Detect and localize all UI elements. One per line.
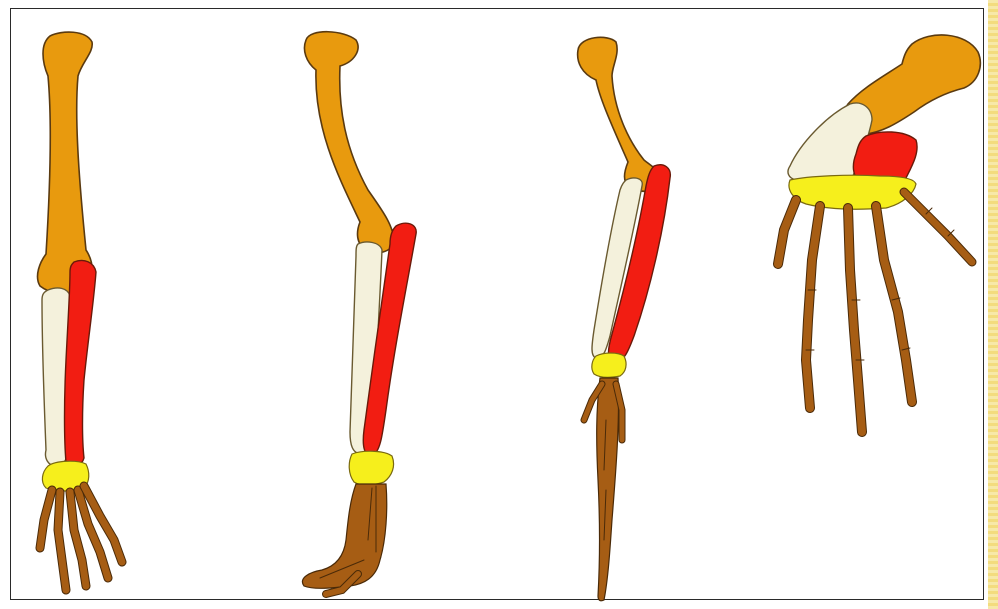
limb-2-digits — [302, 484, 386, 594]
limb-4-digits — [778, 192, 972, 432]
limb-3-carpals — [592, 353, 626, 377]
limb-3-digits — [584, 378, 622, 601]
limb-1 — [38, 32, 122, 590]
limb-1-humerus — [38, 32, 93, 294]
limb-1-radius — [65, 260, 97, 465]
limb-2-humerus — [304, 32, 394, 253]
limb-3 — [578, 37, 671, 600]
limb-2 — [302, 32, 416, 594]
limb-3-humerus — [578, 37, 664, 191]
limb-2-carpals — [349, 451, 393, 485]
limb-4 — [778, 35, 980, 432]
limb-1-digits — [40, 486, 122, 590]
limb-4-carpals — [789, 175, 916, 209]
